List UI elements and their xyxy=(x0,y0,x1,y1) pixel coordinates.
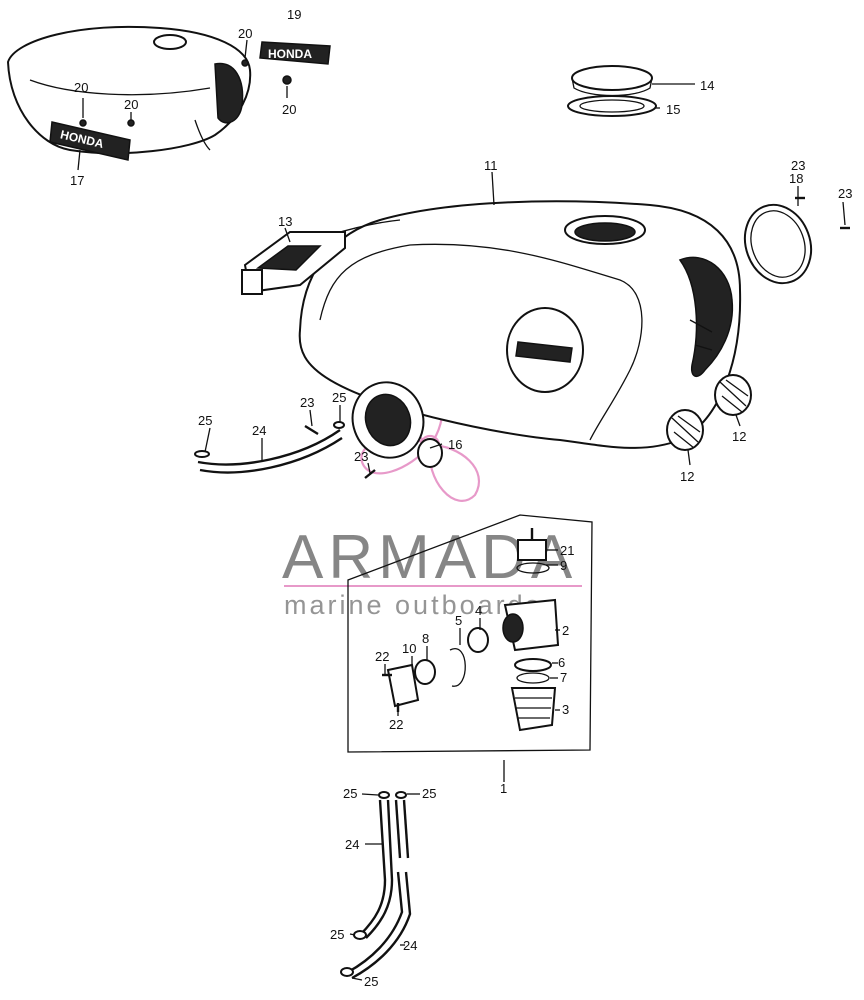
callout-label: 18 xyxy=(789,171,803,186)
screw-icon xyxy=(241,59,249,67)
watermark: ARMADA marine outboards xyxy=(282,383,582,620)
callout-label: 21 xyxy=(560,543,574,558)
callout-label: 23 xyxy=(354,449,368,464)
rubber-knobs xyxy=(666,374,752,451)
callout-label: 23 xyxy=(838,186,852,201)
callout-label: 25 xyxy=(343,786,357,801)
callout-label: 23 xyxy=(791,158,805,173)
callout-label: 12 xyxy=(680,469,694,484)
callout-label: 24 xyxy=(403,938,417,953)
screw-icon xyxy=(282,75,292,85)
filler-cap-assembly xyxy=(351,381,443,468)
overflow-tube-upper xyxy=(194,421,376,479)
callout-label: 25 xyxy=(198,413,212,428)
screw-icon xyxy=(127,119,135,127)
callout-label: 12 xyxy=(732,429,746,444)
callout-label: 22 xyxy=(389,717,403,732)
callout-label: 5 xyxy=(455,613,462,628)
callout-labels: 20 19 20 20 20 17 14 15 11 18 23 23 13 2… xyxy=(70,7,852,989)
main-tank-illustration xyxy=(298,200,742,449)
callout-label: 25 xyxy=(330,927,344,942)
callout-label: 1 xyxy=(500,781,507,796)
emblem-19-text: HONDA xyxy=(268,47,312,61)
callout-label: 11 xyxy=(484,158,498,173)
callout-label: 19 xyxy=(287,7,301,22)
rubber-mount xyxy=(241,231,346,295)
callout-label: 22 xyxy=(375,649,389,664)
callout-label: 4 xyxy=(475,603,482,618)
callout-label: 24 xyxy=(252,423,266,438)
callout-label: 20 xyxy=(124,97,138,112)
callout-label: 6 xyxy=(558,655,565,670)
emblem-19: HONDA xyxy=(259,41,331,65)
callout-label: 8 xyxy=(422,631,429,646)
callout-label: 15 xyxy=(666,102,680,117)
callout-label: 10 xyxy=(402,641,416,656)
callout-label: 25 xyxy=(364,974,378,989)
callout-label: 3 xyxy=(562,702,569,717)
fuel-valve-assembly xyxy=(347,514,593,753)
leader-lines xyxy=(77,39,846,981)
callout-label: 20 xyxy=(282,102,296,117)
callout-label: 20 xyxy=(238,26,252,41)
watermark-tagline: marine outboards xyxy=(284,590,542,620)
tank-badge: HONDA xyxy=(49,121,131,161)
assembly-outline xyxy=(347,514,593,753)
side-cover xyxy=(743,203,813,285)
callout-label: 23 xyxy=(300,395,314,410)
callout-label: 25 xyxy=(422,786,436,801)
callout-label: 13 xyxy=(278,214,292,229)
callout-label: 7 xyxy=(560,670,567,685)
fuel-cap xyxy=(567,65,657,117)
callout-label: 17 xyxy=(70,173,84,188)
screw-icon xyxy=(79,119,87,127)
callout-label: 24 xyxy=(345,837,359,852)
callout-label: 14 xyxy=(700,78,714,93)
fuel-tubes-lower xyxy=(340,791,412,980)
callout-label: 2 xyxy=(562,623,569,638)
callout-label: 9 xyxy=(560,558,567,573)
callout-label: 25 xyxy=(332,390,346,405)
callout-label: 16 xyxy=(448,437,462,452)
callout-label: 20 xyxy=(74,80,88,95)
small-tank-illustration: HONDA xyxy=(6,25,252,161)
